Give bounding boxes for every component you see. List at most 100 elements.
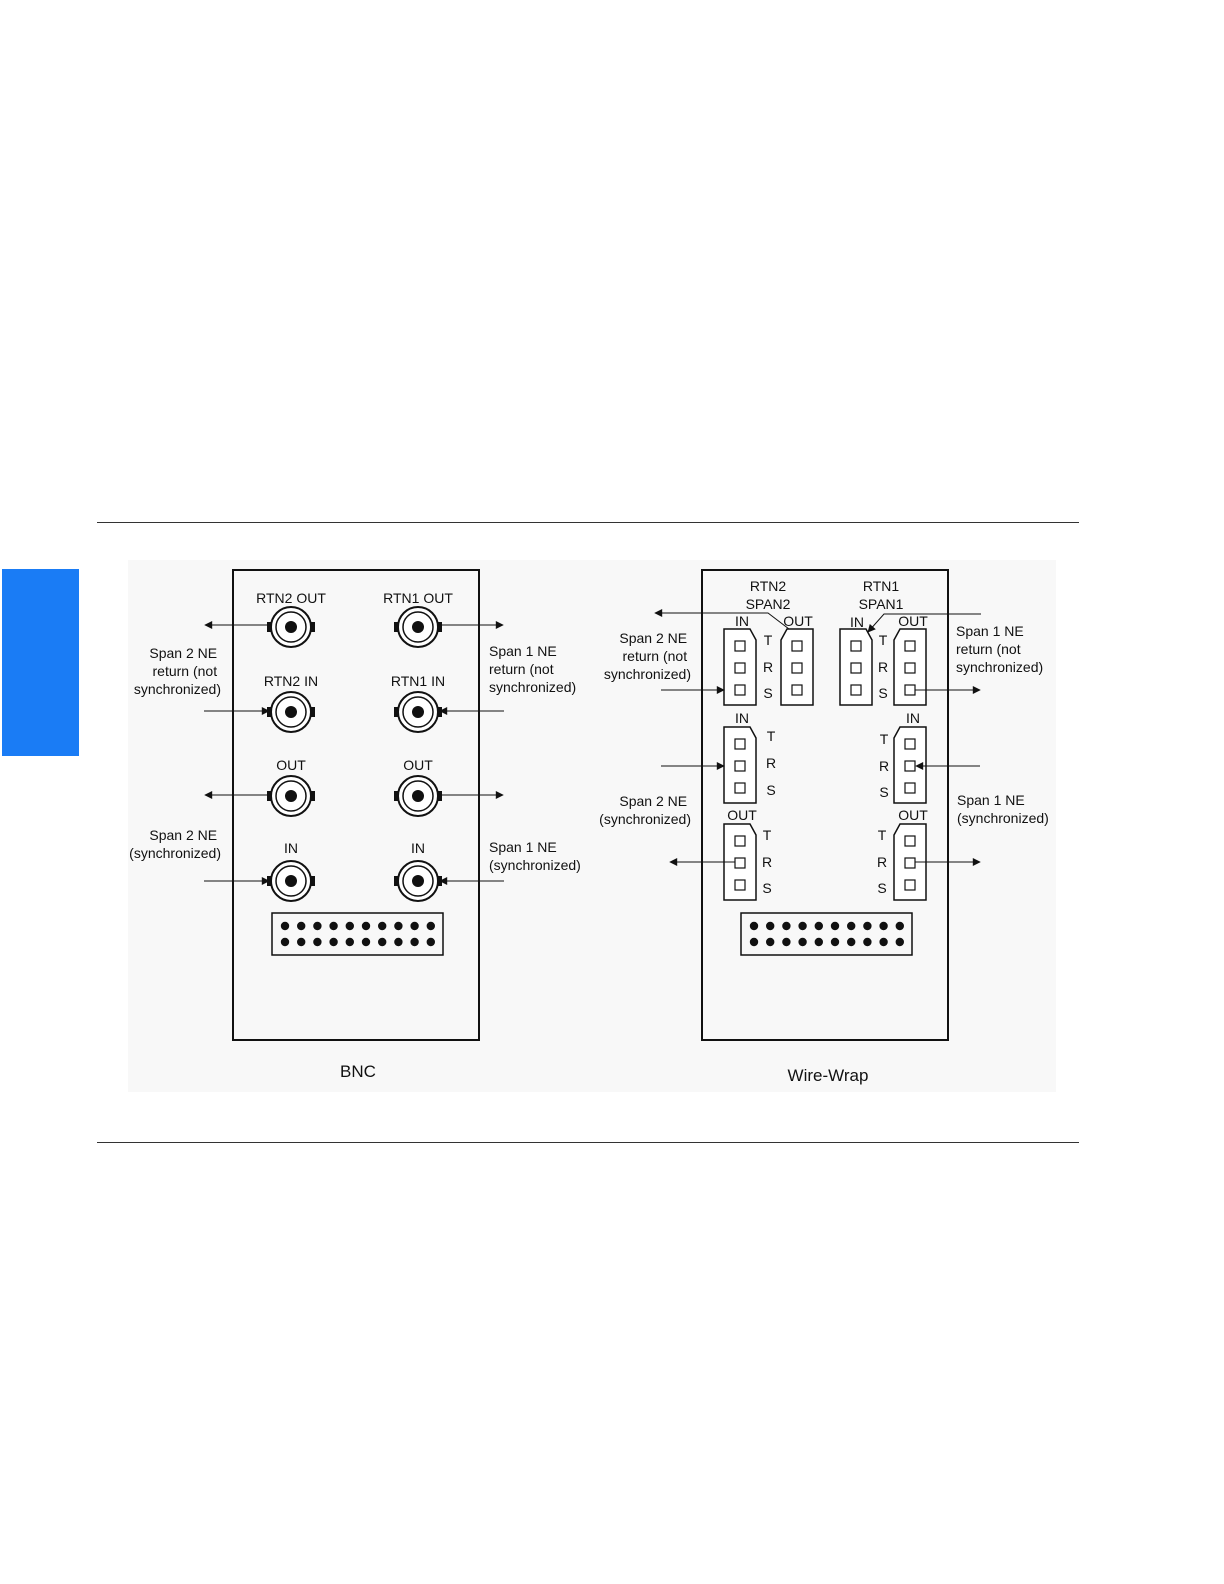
note-span2-return: Span 2 NE return (not synchronized) xyxy=(134,645,221,697)
ww-pin-t: T xyxy=(879,632,888,648)
header-pin xyxy=(895,921,904,931)
header-pin xyxy=(749,937,759,947)
header-pin xyxy=(798,921,807,931)
header-pin xyxy=(280,937,290,947)
header-pin xyxy=(394,921,403,931)
header-pin xyxy=(313,921,322,931)
header-pin xyxy=(329,921,338,931)
label-span1: SPAN1 xyxy=(859,596,904,612)
label-out-left: OUT xyxy=(276,757,306,773)
header-pin xyxy=(814,937,823,947)
header-pin xyxy=(863,937,872,947)
ww-block-span2-out xyxy=(723,823,757,901)
bottom-rule xyxy=(97,1142,1079,1143)
top-rule xyxy=(97,522,1079,523)
bnc-connector-rtn2-in xyxy=(267,691,315,733)
ww-note-span1-return: Span 1 NE return (not synchronized) xyxy=(956,623,1043,675)
ww-label-out-span2: OUT xyxy=(727,807,757,823)
ww-pin-s: S xyxy=(878,685,887,701)
header-pin xyxy=(361,921,371,931)
header-pin xyxy=(313,937,322,947)
ww-pin-s: S xyxy=(763,685,772,701)
ww-block-span2-rtn-out xyxy=(780,628,814,706)
header-pin xyxy=(847,937,856,947)
caption-wirewrap: Wire-Wrap xyxy=(788,1066,869,1085)
header-pin xyxy=(830,937,840,947)
ww-note-span1-sync: Span 1 NE (synchronized) xyxy=(957,792,1049,826)
header-pin xyxy=(361,937,371,947)
header-pin xyxy=(280,921,290,931)
label-in-right: IN xyxy=(411,840,425,856)
bnc-pin-header xyxy=(271,912,444,956)
ww-block-span2-in xyxy=(723,726,757,804)
ww-pin-r: R xyxy=(877,854,887,870)
header-pin xyxy=(814,921,823,931)
chapter-tab xyxy=(2,569,79,756)
header-pin xyxy=(782,937,791,947)
ww-note-span2-return: Span 2 NE return (not synchronized) xyxy=(604,630,691,682)
header-pin xyxy=(410,921,419,931)
header-pin xyxy=(410,937,419,947)
ww-pin-t: T xyxy=(764,632,773,648)
header-pin xyxy=(749,921,759,931)
caption-bnc: BNC xyxy=(340,1062,376,1081)
header-pin xyxy=(378,921,387,931)
ww-pin-r: R xyxy=(766,755,776,771)
ww-label-out-span2-rtn: OUT xyxy=(783,613,813,629)
header-pin xyxy=(297,937,306,947)
header-pin xyxy=(345,921,354,931)
ww-pin-t: T xyxy=(880,731,889,747)
label-rtn2: RTN2 xyxy=(750,578,787,594)
label-rtn1-out: RTN1 OUT xyxy=(383,590,453,606)
label-rtn2-out: RTN2 OUT xyxy=(256,590,326,606)
bnc-connector-in-left xyxy=(267,860,315,902)
ww-label-out-span1: OUT xyxy=(898,807,928,823)
ww-label-in-span1: IN xyxy=(906,710,920,726)
header-pin xyxy=(426,921,435,931)
header-pin xyxy=(345,937,354,947)
bnc-connector-rtn1-out xyxy=(394,606,442,648)
arrow-ww-span1-rtn-in xyxy=(867,613,981,633)
label-rtn1: RTN1 xyxy=(863,578,900,594)
ww-label-in-span2: IN xyxy=(735,710,749,726)
ww-pin-r: R xyxy=(762,854,772,870)
note-span1-sync: Span 1 NE (synchronized) xyxy=(489,839,581,873)
ww-pin-s: S xyxy=(762,880,771,896)
header-pin xyxy=(847,921,856,931)
header-pin xyxy=(782,921,791,931)
header-pin xyxy=(879,921,888,931)
header-pin xyxy=(378,937,387,947)
ww-pin-r: R xyxy=(878,659,888,675)
ww-block-span1-in xyxy=(893,726,927,804)
header-pin xyxy=(766,921,775,931)
bnc-connector-out-right xyxy=(394,775,442,817)
ww-label-in-span1-rtn: IN xyxy=(850,614,864,630)
wirewrap-panel: RTN2 SPAN2 RTN1 SPAN1 xyxy=(599,569,1049,1085)
note-span1-return: Span 1 NE return (not synchronized) xyxy=(489,643,576,695)
header-pin xyxy=(329,937,338,947)
bnc-connector-out-left xyxy=(267,775,315,817)
label-rtn2-in: RTN2 IN xyxy=(264,673,318,689)
header-pin xyxy=(394,937,403,947)
bnc-panel: RTN2 OUT RTN1 OUT RTN2 IN RTN1 IN OUT OU… xyxy=(129,569,581,1081)
header-pin xyxy=(895,937,904,947)
header-pin xyxy=(426,937,435,947)
ww-pin-t: T xyxy=(878,827,887,843)
ww-pin-r: R xyxy=(763,659,773,675)
ww-pin-t: T xyxy=(767,728,776,744)
header-pin xyxy=(798,937,807,947)
label-out-right: OUT xyxy=(403,757,433,773)
label-span2: SPAN2 xyxy=(746,596,791,612)
ww-label-in-span2-rtn: IN xyxy=(735,613,749,629)
ww-block-span1-rtn-out xyxy=(893,628,927,706)
header-pin xyxy=(830,921,840,931)
label-rtn1-in: RTN1 IN xyxy=(391,673,445,689)
ww-pin-s: S xyxy=(879,784,888,800)
header-pin xyxy=(863,921,872,931)
ww-block-span1-rtn-in xyxy=(839,628,873,706)
arrow-ww-span2-rtn-out xyxy=(654,609,790,630)
ww-note-span2-sync: Span 2 NE (synchronized) xyxy=(599,793,691,827)
ww-pin-t: T xyxy=(763,827,772,843)
bnc-connector-rtn1-in xyxy=(394,691,442,733)
